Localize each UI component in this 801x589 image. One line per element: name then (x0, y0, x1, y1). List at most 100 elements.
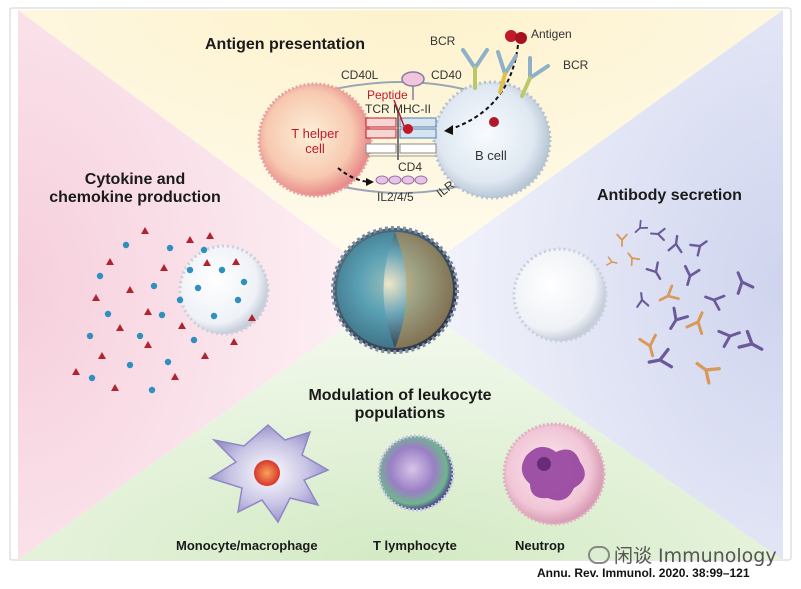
cytokine-dot (176, 296, 184, 304)
il-arrowhead (366, 178, 374, 186)
chemokine-triangle (72, 368, 80, 375)
chemokine-triangle (126, 286, 134, 293)
cytokine-dot (136, 332, 144, 340)
cytokine-dot (86, 332, 94, 340)
b-cell (432, 80, 552, 200)
cytokine-dot (186, 266, 194, 274)
label-t-lymphocyte: T lymphocyte (373, 538, 457, 553)
chemokine-triangle (178, 322, 186, 329)
watermark: 闲谈 Immunology (588, 541, 777, 568)
chemokine-triangle (144, 341, 152, 348)
label-neutrophil: Neutrop (515, 538, 565, 553)
antibody-y-shape (649, 227, 666, 242)
antigen-arrowhead (444, 125, 453, 135)
antibody-y-shape (636, 292, 650, 308)
antigen-uptake-arrow (447, 44, 519, 131)
t-helper-cell (257, 82, 373, 198)
cytokine-dot (194, 284, 202, 292)
antibody-y-shape (737, 329, 764, 351)
chemokine-triangle (171, 373, 179, 380)
section-title-antigen-presentation: Antigen presentation (205, 36, 366, 53)
cytokine-dot (240, 278, 248, 286)
antibody-y-shape (647, 347, 674, 369)
cd40-ligand-pill (401, 71, 425, 87)
citation: Annu. Rev. Immunol. 2020. 38:99–121 (537, 566, 750, 580)
cytokine-molecules (72, 227, 256, 394)
chemokine-triangle (201, 352, 209, 359)
cytokine-dot (234, 296, 242, 304)
label-b-cell: B cell (475, 148, 507, 163)
antibody-y-shape (616, 233, 628, 247)
label-peptide: Peptide (367, 88, 408, 102)
label-t-helper-line2: cell (305, 141, 325, 156)
watermark-text: 闲谈 Immunology (614, 545, 777, 567)
antigen-particles (505, 30, 527, 44)
antibody-y-shape (606, 256, 618, 266)
antibody-y-shape (658, 284, 680, 302)
antibody-y-shape (736, 271, 755, 295)
antibody-y-shape (634, 219, 649, 233)
internalized-antigen (489, 117, 499, 127)
label-t-helper-line1: T helper (291, 126, 339, 141)
center-cell-blue-half (337, 232, 395, 348)
cytokine-dot (210, 312, 218, 320)
cytokine-secreting-cell (178, 244, 270, 336)
antibody-molecules (606, 219, 764, 385)
label-cd4: CD4 (398, 160, 423, 174)
chemokine-triangle (203, 259, 211, 266)
antibody-y-shape (669, 306, 690, 330)
antibody-y-shape (667, 234, 683, 254)
cytokine-dot (166, 244, 174, 252)
monocyte-macrophage-cell (208, 424, 330, 524)
plasma-cell (512, 247, 608, 343)
cytokine-dot (158, 311, 166, 319)
antibody-y-shape (704, 294, 726, 311)
cytokine-dot (164, 358, 172, 366)
antibody-y-shape (689, 240, 708, 257)
section-title-modulation-line2: populations (354, 405, 446, 422)
cytokine-dot (122, 241, 130, 249)
cytokine-dot (150, 282, 158, 290)
chemokine-triangle (160, 264, 168, 271)
cytokine-dot (126, 361, 134, 369)
antibody-y-shape (627, 252, 641, 267)
label-cd40l: CD40L (341, 68, 379, 82)
antibody-y-shape (645, 261, 662, 281)
wechat-icon (588, 546, 610, 564)
chemokine-triangle (141, 227, 149, 234)
chemokine-triangle (186, 236, 194, 243)
cytokine-dot (218, 266, 226, 274)
section-title-cytokine-line1: Cytokine and (84, 171, 186, 188)
cytokine-dot (104, 310, 112, 318)
chemokine-triangle (98, 352, 106, 359)
antibody-y-shape (685, 311, 704, 335)
chemokine-triangle (92, 294, 100, 301)
cytokine-dot (88, 374, 96, 382)
chemokine-triangle (206, 232, 214, 239)
tcr-mhc-complex (365, 112, 437, 160)
center-cell-gold-half (395, 232, 453, 348)
antibody-y-shape (638, 333, 657, 358)
cytokine-dot (148, 386, 156, 394)
t-lymphocyte-cell (377, 434, 455, 512)
chemokine-triangle (111, 384, 119, 391)
label-il: IL2/4/5 (377, 190, 414, 204)
antibody-y-shape (683, 264, 701, 287)
section-title-cytokine-line2: chemokine production (49, 189, 221, 206)
peptide-pointer (393, 99, 405, 127)
il-secretion-arrow (337, 167, 373, 183)
chemokine-triangle (116, 324, 124, 331)
chemokine-triangle (144, 308, 152, 315)
chemokine-triangle (106, 258, 114, 265)
label-tcr-mhc: TCR MHC-II (365, 102, 431, 116)
interleukin-beads (375, 175, 428, 185)
section-title-antibody-secretion: Antibody secretion (597, 187, 742, 204)
cytokine-dot (96, 272, 104, 280)
chemokine-triangle (248, 314, 256, 321)
label-monocyte: Monocyte/macrophage (176, 538, 318, 553)
cytokine-dot (200, 246, 208, 254)
chemokine-triangle (230, 338, 238, 345)
chemokine-triangle (232, 258, 240, 265)
